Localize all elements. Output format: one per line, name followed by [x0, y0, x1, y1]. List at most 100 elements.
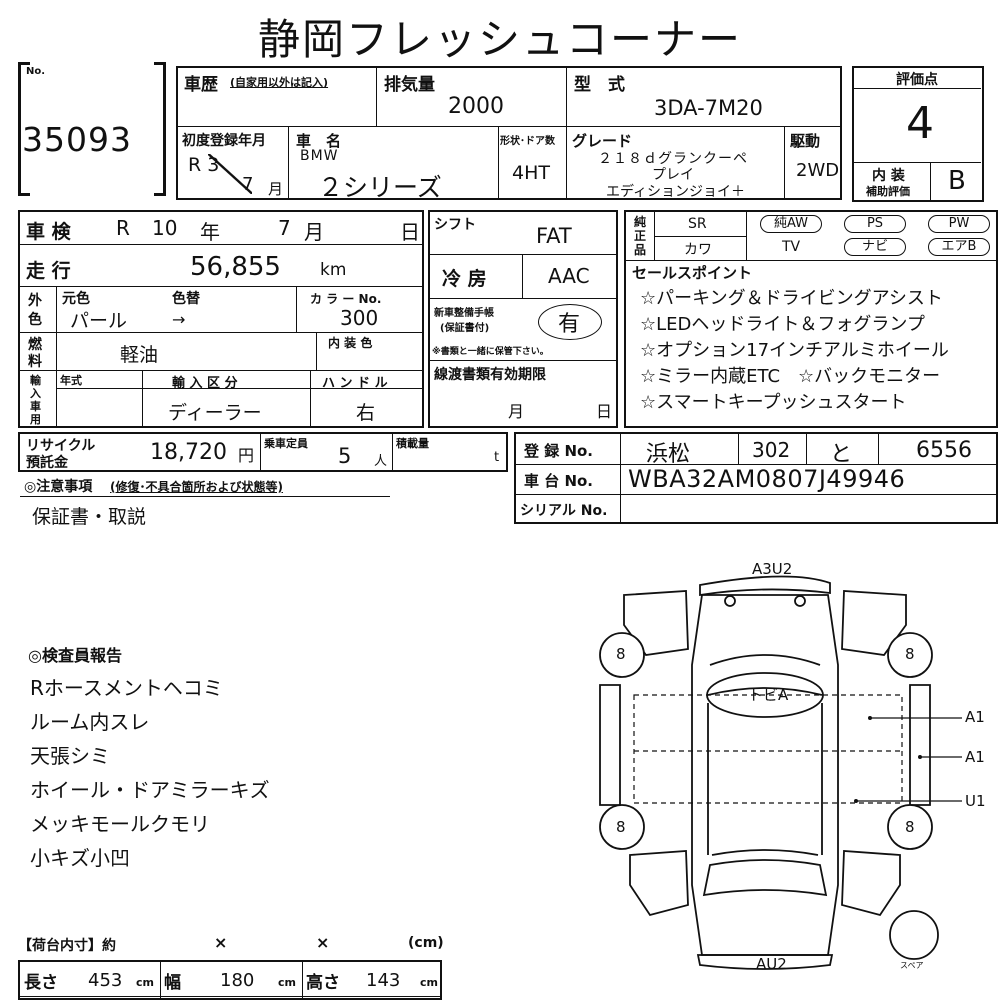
tire-front-left: 8 — [616, 645, 626, 663]
outer-color-label2: 色 — [28, 312, 42, 328]
header-grid: 車歴 (自家用以外は記入) 排気量 2000 型 式 3DA-7M20 初度登録… — [176, 66, 842, 202]
handle-label: ハ ン ド ル — [322, 376, 388, 391]
mileage-label: 走 行 — [26, 260, 71, 282]
interior-label: 内 装 — [872, 168, 905, 184]
damage-mark: U1 — [965, 792, 986, 810]
displacement-value: 2000 — [448, 94, 504, 119]
dims-label: 【荷台内寸】約 — [18, 938, 116, 954]
lot-number: 35093 — [22, 120, 132, 159]
notes-value: 保証書・取説 — [32, 506, 147, 528]
equip-pw: PW — [928, 215, 990, 233]
mileage-value: 56,855 — [190, 252, 281, 282]
inspection-month-unit: 月 — [304, 220, 324, 244]
recycle-value: 18,720 — [150, 440, 227, 465]
sales-point: ☆オプション17インチアルミホイール — [640, 340, 949, 361]
body-value: 4HT — [512, 162, 550, 184]
outer-color-label1: 外 — [28, 293, 42, 309]
import-label2: 入 — [30, 387, 41, 400]
rear-mark: AU2 — [756, 955, 787, 973]
grade-label: グレード — [572, 132, 633, 150]
wid-label: 幅 — [164, 973, 181, 993]
grade-line3: エディションジョイ＋ — [606, 184, 746, 200]
report-label: ◎検査員報告 — [28, 646, 122, 665]
history-label: 車歴 — [184, 75, 218, 95]
lot-no-label: No. — [26, 66, 46, 77]
inspection-year: 10 — [152, 216, 178, 240]
grade-line1: ２１８ｄグランクーペ — [598, 151, 748, 167]
tire-rear-left: 8 — [616, 818, 626, 836]
handle-value: 右 — [356, 402, 376, 424]
capacity-value: 5 — [338, 444, 352, 468]
color-arrow: → — [172, 310, 186, 329]
sales-point: ☆スマートキープッシュスタート — [640, 392, 907, 413]
sales-point: ☆ミラー内蔵ETC ☆バックモニター — [640, 366, 941, 387]
serial-label: シリアル No. — [520, 503, 608, 519]
report-item: 小キズ小凹 — [30, 846, 130, 870]
shift-block: シフト FAT 冷 房 AAC 新車整備手帳 (保証書付) 有 ※書類と一緒に保… — [428, 210, 618, 428]
interior-sublabel: 補助評価 — [866, 185, 910, 198]
report-item: ルーム内スレ — [30, 710, 150, 734]
car-damage-diagram — [599, 575, 962, 970]
aircon-value: AAC — [548, 264, 590, 288]
mileage-unit: km — [320, 260, 347, 280]
equip-leather: カワ — [684, 242, 712, 258]
equipment-block: 純 正 品 SR カワ 純AW PS PW TV ナビ エアB セールスポイント… — [624, 210, 998, 428]
equipment-label1: 純 — [634, 215, 647, 229]
chassis-value: WBA32AM0807J49946 — [628, 465, 906, 493]
tax-label: 線渡書類有効期限 — [434, 367, 546, 383]
plate-number: 6556 — [916, 438, 972, 463]
sales-point: ☆パーキング＆ドライビングアシスト — [640, 288, 943, 309]
color-code-value: 300 — [340, 306, 379, 330]
wid-value: 180 — [220, 970, 255, 991]
len-value: 453 — [88, 970, 123, 991]
inspection-label: 車 検 — [26, 221, 71, 243]
plate-class: 302 — [752, 438, 791, 462]
equip-sr: SR — [688, 216, 707, 232]
warranty-label1: 新車整備手帳 — [434, 308, 494, 319]
history-note: (自家用以外は記入) — [230, 76, 329, 89]
equip-aw: 純AW — [760, 215, 822, 233]
model-value: 3DA-7M20 — [654, 96, 763, 120]
shift-label: シフト — [434, 217, 476, 233]
grade-line2: プレイ — [652, 167, 694, 183]
notes-label: ◎注意事項 — [24, 479, 93, 495]
report-item: メッキモールクモリ — [30, 812, 210, 836]
first-reg-month-unit: 月 — [268, 180, 284, 198]
capacity-unit: 人 — [374, 454, 388, 469]
fuel-label1: 燃 — [28, 337, 42, 353]
load-label: 積載量 — [396, 437, 429, 450]
import-year-label: 年式 — [60, 374, 82, 387]
tax-month-unit: 月 — [508, 402, 525, 421]
score-value: 4 — [906, 98, 934, 149]
model-label: 型 式 — [574, 75, 625, 95]
wid-unit: cm — [278, 976, 296, 989]
load-unit: t — [494, 450, 500, 465]
equipment-label3: 品 — [634, 243, 647, 257]
score-label: 評価点 — [896, 72, 938, 88]
import-class-label: 輸 入 区 分 — [172, 376, 238, 391]
vehicle-info-block: 車 検 R 10 年 7 月 日 走 行 56,855 km 外 色 元色 色替… — [18, 210, 424, 428]
score-box: 評価点 4 内 装 補助評価 B — [852, 66, 984, 202]
orig-color-label: 元色 — [62, 291, 90, 307]
dims-unit: (cm) — [408, 935, 444, 951]
car-name-label: 車 名 — [296, 132, 342, 150]
equip-airbag: エアB — [928, 238, 990, 256]
recycle-label2: 預託金 — [26, 455, 68, 471]
capacity-label: 乗車定員 — [264, 437, 308, 450]
sales-label: セールスポイント — [632, 264, 753, 282]
inspection-year-unit: 年 — [200, 220, 220, 244]
hei-unit: cm — [420, 976, 438, 989]
plate-region: 浜松 — [646, 442, 691, 467]
report-item: ホイール・ドアミラーキズ — [30, 778, 270, 802]
equip-tv: TV — [782, 239, 801, 255]
hei-value: 143 — [366, 970, 401, 991]
body-label: 形状･ドア数 — [500, 136, 555, 147]
damage-mark: A1 — [965, 748, 985, 766]
report-item: Rホースメントヘコミ — [30, 676, 223, 700]
interior-value: B — [948, 166, 966, 196]
first-reg-label: 初度登録年月 — [182, 133, 266, 149]
car-maker: BMW — [300, 148, 339, 164]
inspection-day-unit: 日 — [400, 220, 420, 244]
dims-x1: × — [214, 933, 228, 952]
import-label4: 用 — [30, 413, 41, 426]
